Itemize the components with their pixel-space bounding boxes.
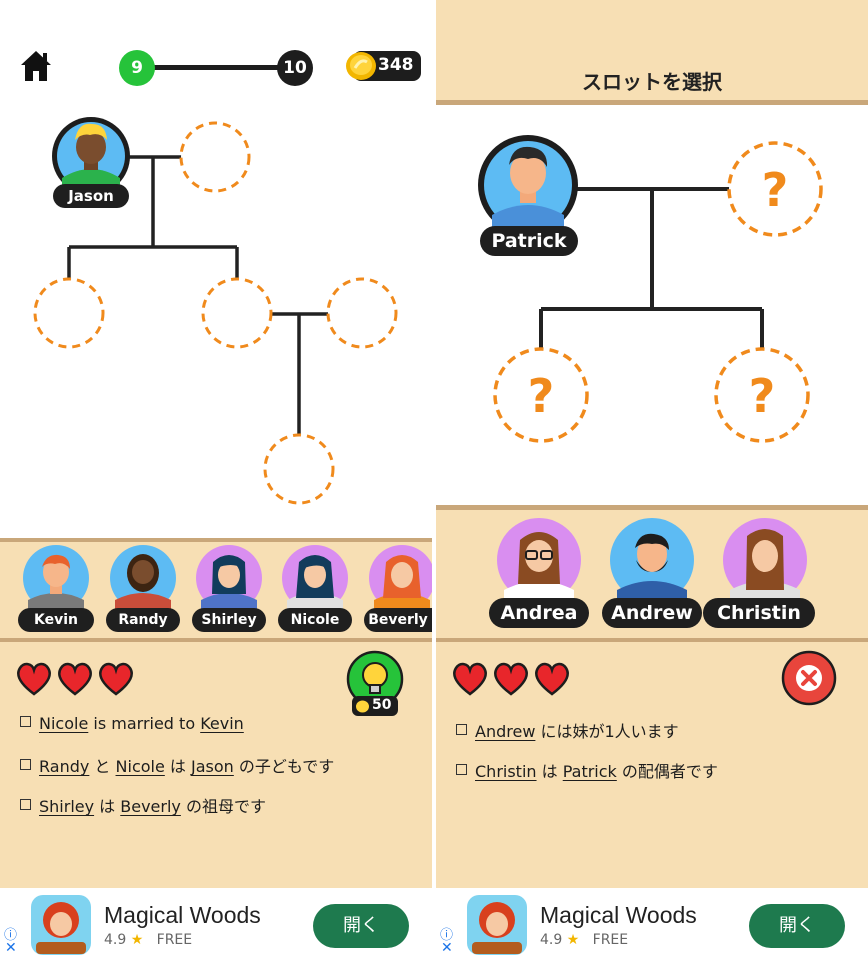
avatar-christin[interactable] (723, 518, 807, 602)
checkbox-icon (20, 799, 31, 810)
roster-name-andrew: Andrew (602, 598, 702, 628)
avatar-shirley[interactable] (196, 545, 262, 612)
glasses-icon (525, 550, 553, 560)
slot-header-divider (436, 100, 868, 105)
lives-hearts (17, 662, 133, 696)
ad-banner[interactable]: ⓘ ✕ Magical Woods 4.9 ★ FREE 開く (436, 888, 868, 960)
checkbox-icon (456, 724, 467, 735)
lightbulb-icon (362, 662, 388, 694)
left-panel: 9 10 348 (0, 0, 432, 960)
question-mark-icon: ? (762, 163, 789, 217)
heart-icon (535, 662, 569, 696)
home-icon[interactable] (18, 48, 54, 84)
ad-close-icon[interactable]: ✕ (5, 940, 17, 956)
level-current-badge: 9 (119, 50, 155, 86)
coin-icon (346, 52, 376, 80)
star-icon: ★ (130, 932, 144, 948)
coin-count: 348 (378, 55, 414, 75)
roster-name-nicole: Nicole (278, 608, 352, 632)
empty-slot-child-2[interactable] (201, 277, 273, 349)
avatar-beverly[interactable] (369, 545, 432, 612)
roster-name-andrea: Andrea (489, 598, 589, 628)
level-next-badge: 10 (277, 50, 313, 86)
roster-divider-bottom (436, 638, 868, 642)
roster-name-randy: Randy (106, 608, 180, 632)
heart-icon (58, 662, 92, 696)
close-icon (796, 665, 822, 691)
ad-meta: 4.9 ★ FREE (104, 932, 193, 948)
checkbox-icon (20, 759, 31, 770)
star-icon: ★ (566, 932, 580, 948)
ad-app-icon[interactable] (466, 894, 528, 956)
ad-open-button[interactable]: 開く (749, 904, 845, 948)
empty-slot-child-2-spouse[interactable] (326, 277, 398, 349)
ad-banner[interactable]: ⓘ ✕ Magical Woods 4.9 ★ FREE 開く (0, 888, 432, 960)
clue-3: Shirley は Beverly の祖母です (20, 793, 266, 817)
roster-name-beverly: Beverly (364, 608, 432, 632)
clue-1: Nicole is married to Kevin (20, 714, 244, 733)
roster-avatars (23, 545, 432, 612)
roster-name-christin: Christin (703, 598, 815, 628)
avatar-andrew[interactable] (610, 518, 694, 602)
roster-name-kevin: Kevin (18, 608, 94, 632)
clue-2: Christin は Patrick の配偶者です (456, 758, 718, 782)
empty-slot-child-2[interactable] (714, 347, 810, 443)
empty-slot-grandchild[interactable] (263, 433, 335, 505)
roster-divider-top (436, 505, 868, 510)
ad-app-icon[interactable] (30, 894, 92, 956)
roster-avatars (497, 518, 807, 602)
close-button[interactable] (781, 650, 837, 706)
hint-button[interactable] (346, 650, 404, 708)
avatar-andrea[interactable] (497, 518, 581, 602)
panel-gap (432, 0, 436, 960)
empty-slot-child-1[interactable] (33, 277, 105, 349)
heart-icon (99, 662, 133, 696)
right-panel: スロットを選択 ? ? ? (436, 0, 868, 960)
empty-slot-child-1[interactable] (493, 347, 589, 443)
question-mark-icon: ? (749, 369, 776, 423)
roster-divider-bottom (0, 638, 432, 642)
avatar-randy[interactable] (110, 545, 176, 612)
question-mark-icon: ? (528, 369, 555, 423)
family-tree (33, 117, 398, 505)
coin-icon (356, 700, 369, 713)
hint-cost: 50 (372, 697, 392, 713)
family-tree: ? ? ? (478, 135, 823, 443)
heart-icon (494, 662, 528, 696)
ad-title[interactable]: Magical Woods (104, 902, 261, 928)
level-progress-bar (136, 65, 296, 70)
root-name-tag: Jason (53, 184, 129, 208)
ad-info-icon[interactable]: ⓘ (440, 928, 454, 943)
clue-1: Andrew には妹が1人います (456, 718, 679, 742)
roster-divider-top (0, 538, 432, 542)
root-name-tag: Patrick (480, 226, 578, 256)
empty-slot-spouse[interactable] (179, 121, 251, 193)
empty-slot-spouse[interactable] (727, 141, 823, 237)
slot-header-title: スロットを選択 (582, 70, 722, 94)
heart-icon (17, 662, 51, 696)
heart-icon (453, 662, 487, 696)
roster-name-shirley: Shirley (192, 608, 266, 632)
checkbox-icon (456, 764, 467, 775)
checkbox-icon (20, 716, 31, 727)
avatar-nicole[interactable] (282, 545, 348, 612)
avatar-patrick[interactable] (478, 135, 578, 235)
ad-info-icon[interactable]: ⓘ (4, 928, 18, 943)
ad-open-button[interactable]: 開く (313, 904, 409, 948)
ad-close-icon[interactable]: ✕ (441, 940, 453, 956)
slot-header (436, 0, 868, 100)
lives-hearts (453, 662, 569, 696)
avatar-kevin[interactable] (23, 545, 89, 612)
clue-2: Randy と Nicole は Jason の子どもです (20, 753, 334, 777)
ad-title[interactable]: Magical Woods (540, 902, 697, 928)
ad-meta: 4.9 ★ FREE (540, 932, 629, 948)
